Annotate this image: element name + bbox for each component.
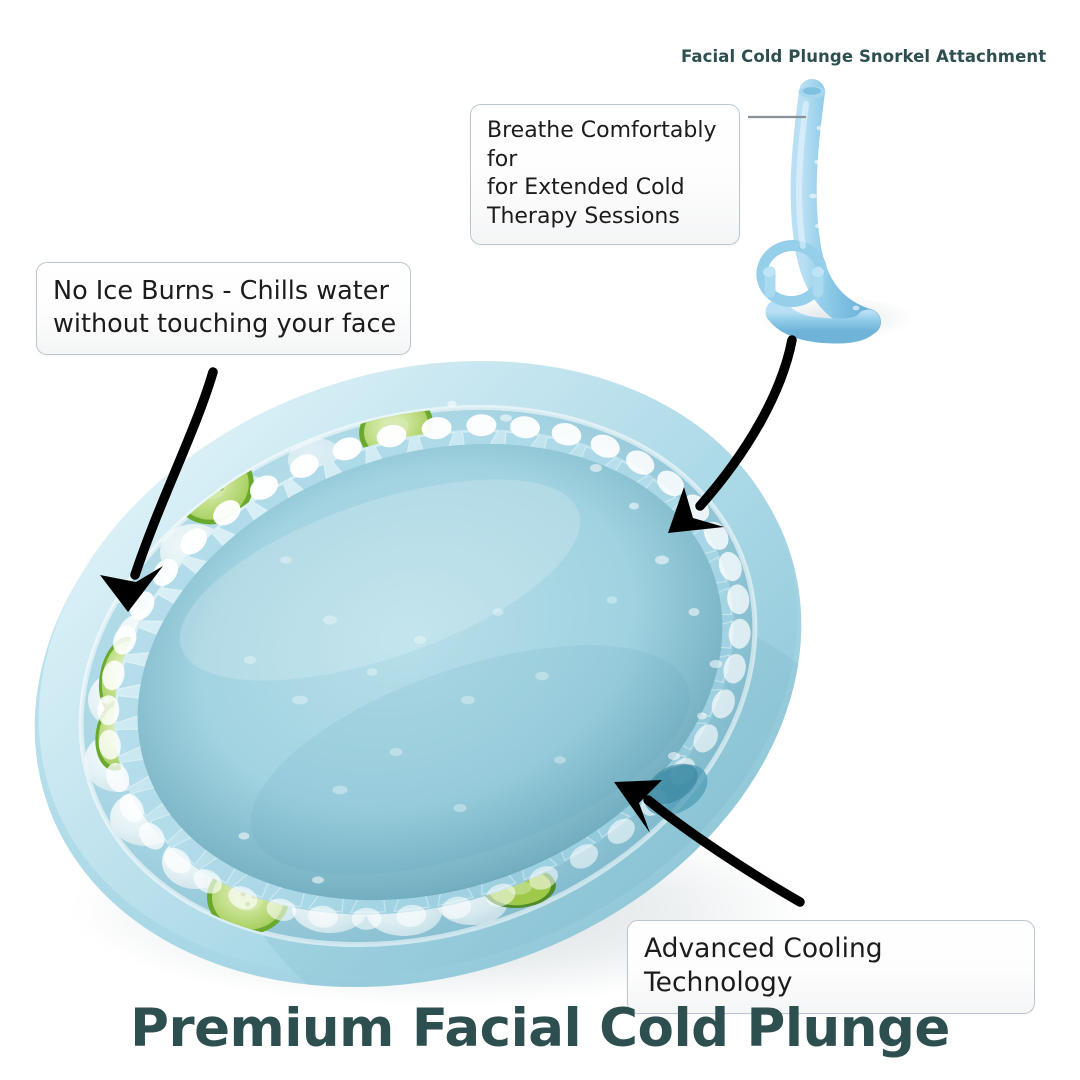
callout-breathe-line-3: Therapy Sessions [487,203,680,229]
water-droplets-inner [244,556,618,812]
callout-advanced-cooling-line-1: Advanced Cooling Technology [644,933,883,999]
callout-breathe-comfortably: Breathe Comfortably for for Extended Col… [470,104,740,246]
fin-ice-cap [113,625,137,655]
fin-ice-cap [396,904,427,927]
fin-ice-cap [351,907,382,930]
fin-ice-cap [213,500,241,526]
fin-ice-cap [569,844,599,869]
fin-ice-cap [228,886,258,910]
fin-ice-cap [723,653,746,684]
callout-no-ice-burns-line-1: No Ice Burns - Chills water [53,276,389,306]
fin-ice-cap [421,417,452,440]
fin-ice-cap [728,618,751,649]
fin-ice-cap [486,883,516,907]
fin-ice-cap [332,437,362,461]
fin-ice-cap [590,434,620,458]
fin-ice-cap [106,762,130,793]
snorkel-eyebrow-label: Facial Cold Plunge Snorkel Attachment [681,47,1047,66]
fin-ice-cap [441,896,472,920]
fin-ice-cap [727,584,750,615]
cold-plunge-basin [34,360,887,1070]
fin-ice-cap [466,414,497,437]
fin-ice-cap [249,475,279,500]
fin-ice-cap [529,866,558,890]
fin-ice-cap [138,822,165,850]
fin-ice-cap [626,450,655,475]
fin-ice-cap [510,416,540,439]
snorkel-attachment [756,79,881,344]
snorkel-mouthpiece [756,240,828,308]
callout-breathe-line-1: Breathe Comfortably for [487,118,717,172]
fin-ice-cap [711,689,735,719]
callout-no-ice-burns: No Ice Burns - Chills water without touc… [36,262,411,356]
fin-ice-cap [102,660,125,691]
callout-advanced-cooling: Advanced Cooling Technology [627,920,1035,1014]
product-title: Premium Facial Cold Plunge [130,998,950,1059]
callout-breathe-line-2: for Extended Cold [487,175,685,201]
fin-ice-cap [376,424,407,448]
fin-ice-cap [193,869,222,894]
fin-ice-cap [119,794,144,823]
fin-ice-cap [718,551,742,582]
fin-ice-cap [163,847,191,874]
fin-ice-cap [98,729,121,760]
fin-ice-cap [693,724,718,753]
callout-no-ice-burns-line-2: without touching your face [53,309,397,340]
fin-ice-cap [308,905,338,928]
fin-ice-cap [266,898,297,921]
fin-ice-cap [290,454,319,478]
